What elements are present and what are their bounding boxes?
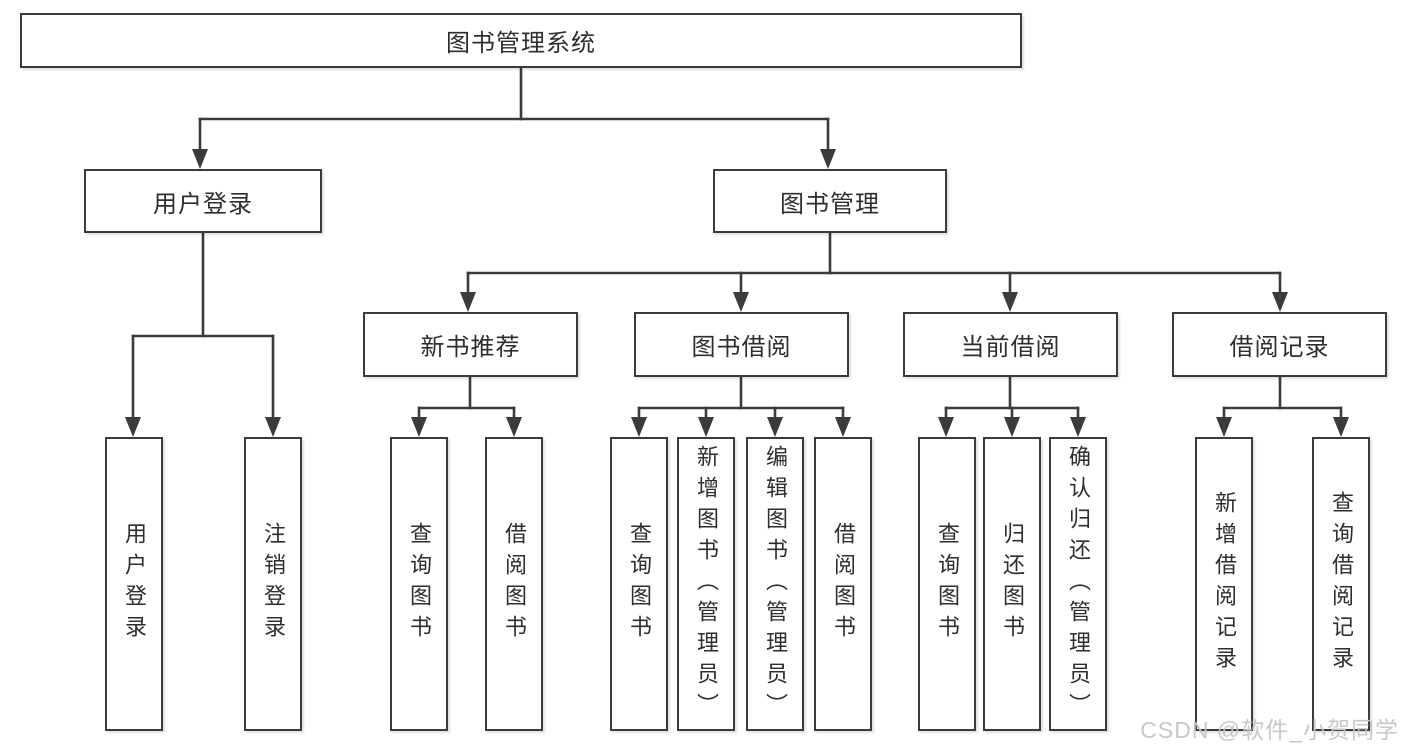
node-label: 图书管理系统 [446,30,596,57]
node-label: 图书借阅 [691,334,792,361]
node-label: 查询图书 [627,522,652,646]
leaf-add-books-admin: 新增图书（管理员） [677,437,735,731]
node-label: 借阅图书 [831,522,856,646]
node-label: 注销登录 [261,522,286,646]
node-label: 图书管理 [780,190,880,218]
node-label: 借阅记录 [1229,334,1330,361]
node-new-book-recommendation: 新书推荐 [363,312,578,377]
leaf-add-borrow-record: 新增借阅记录 [1195,437,1253,731]
node-label: 借阅图书 [502,522,527,646]
node-label: 查询借阅记录 [1329,491,1354,677]
csdn-watermark: CSDN @软件_小贺同学 [1140,717,1399,743]
node-book-management: 图书管理 [713,169,947,233]
leaf-return-books: 归还图书 [983,437,1041,731]
leaf-query-books-current: 查询图书 [918,437,976,731]
node-label: 归还图书 [1000,522,1025,646]
node-label: 查询图书 [935,522,960,646]
node-label: 新增图书（管理员） [694,444,719,724]
leaf-user-login: 用户登录 [105,437,163,731]
leaf-logout: 注销登录 [244,437,302,731]
node-label: 编辑图书（管理员） [763,444,788,724]
node-label: 新增借阅记录 [1212,491,1237,677]
leaf-borrow-books: 借阅图书 [814,437,872,731]
leaf-edit-books-admin: 编辑图书（管理员） [746,437,804,731]
node-user-login: 用户登录 [84,169,322,233]
leaf-query-borrow-record: 查询借阅记录 [1312,437,1370,731]
leaf-query-books-recommend: 查询图书 [390,437,448,731]
node-label: 当前借阅 [960,334,1061,361]
leaf-borrow-books-recommend: 借阅图书 [485,437,543,731]
leaf-confirm-return-admin: 确认归还（管理员） [1049,437,1107,731]
node-label: 用户登录 [122,522,147,646]
node-current-borrowing: 当前借阅 [903,312,1118,377]
node-label: 确认归还（管理员） [1066,444,1091,724]
leaf-query-books-borrow: 查询图书 [610,437,668,731]
node-book-borrowing: 图书借阅 [634,312,849,377]
node-label: 用户登录 [153,190,253,218]
node-borrowing-records: 借阅记录 [1172,312,1387,377]
node-label: 新书推荐 [420,334,521,361]
node-library-management-system: 图书管理系统 [20,13,1022,68]
node-label: 查询图书 [407,522,432,646]
